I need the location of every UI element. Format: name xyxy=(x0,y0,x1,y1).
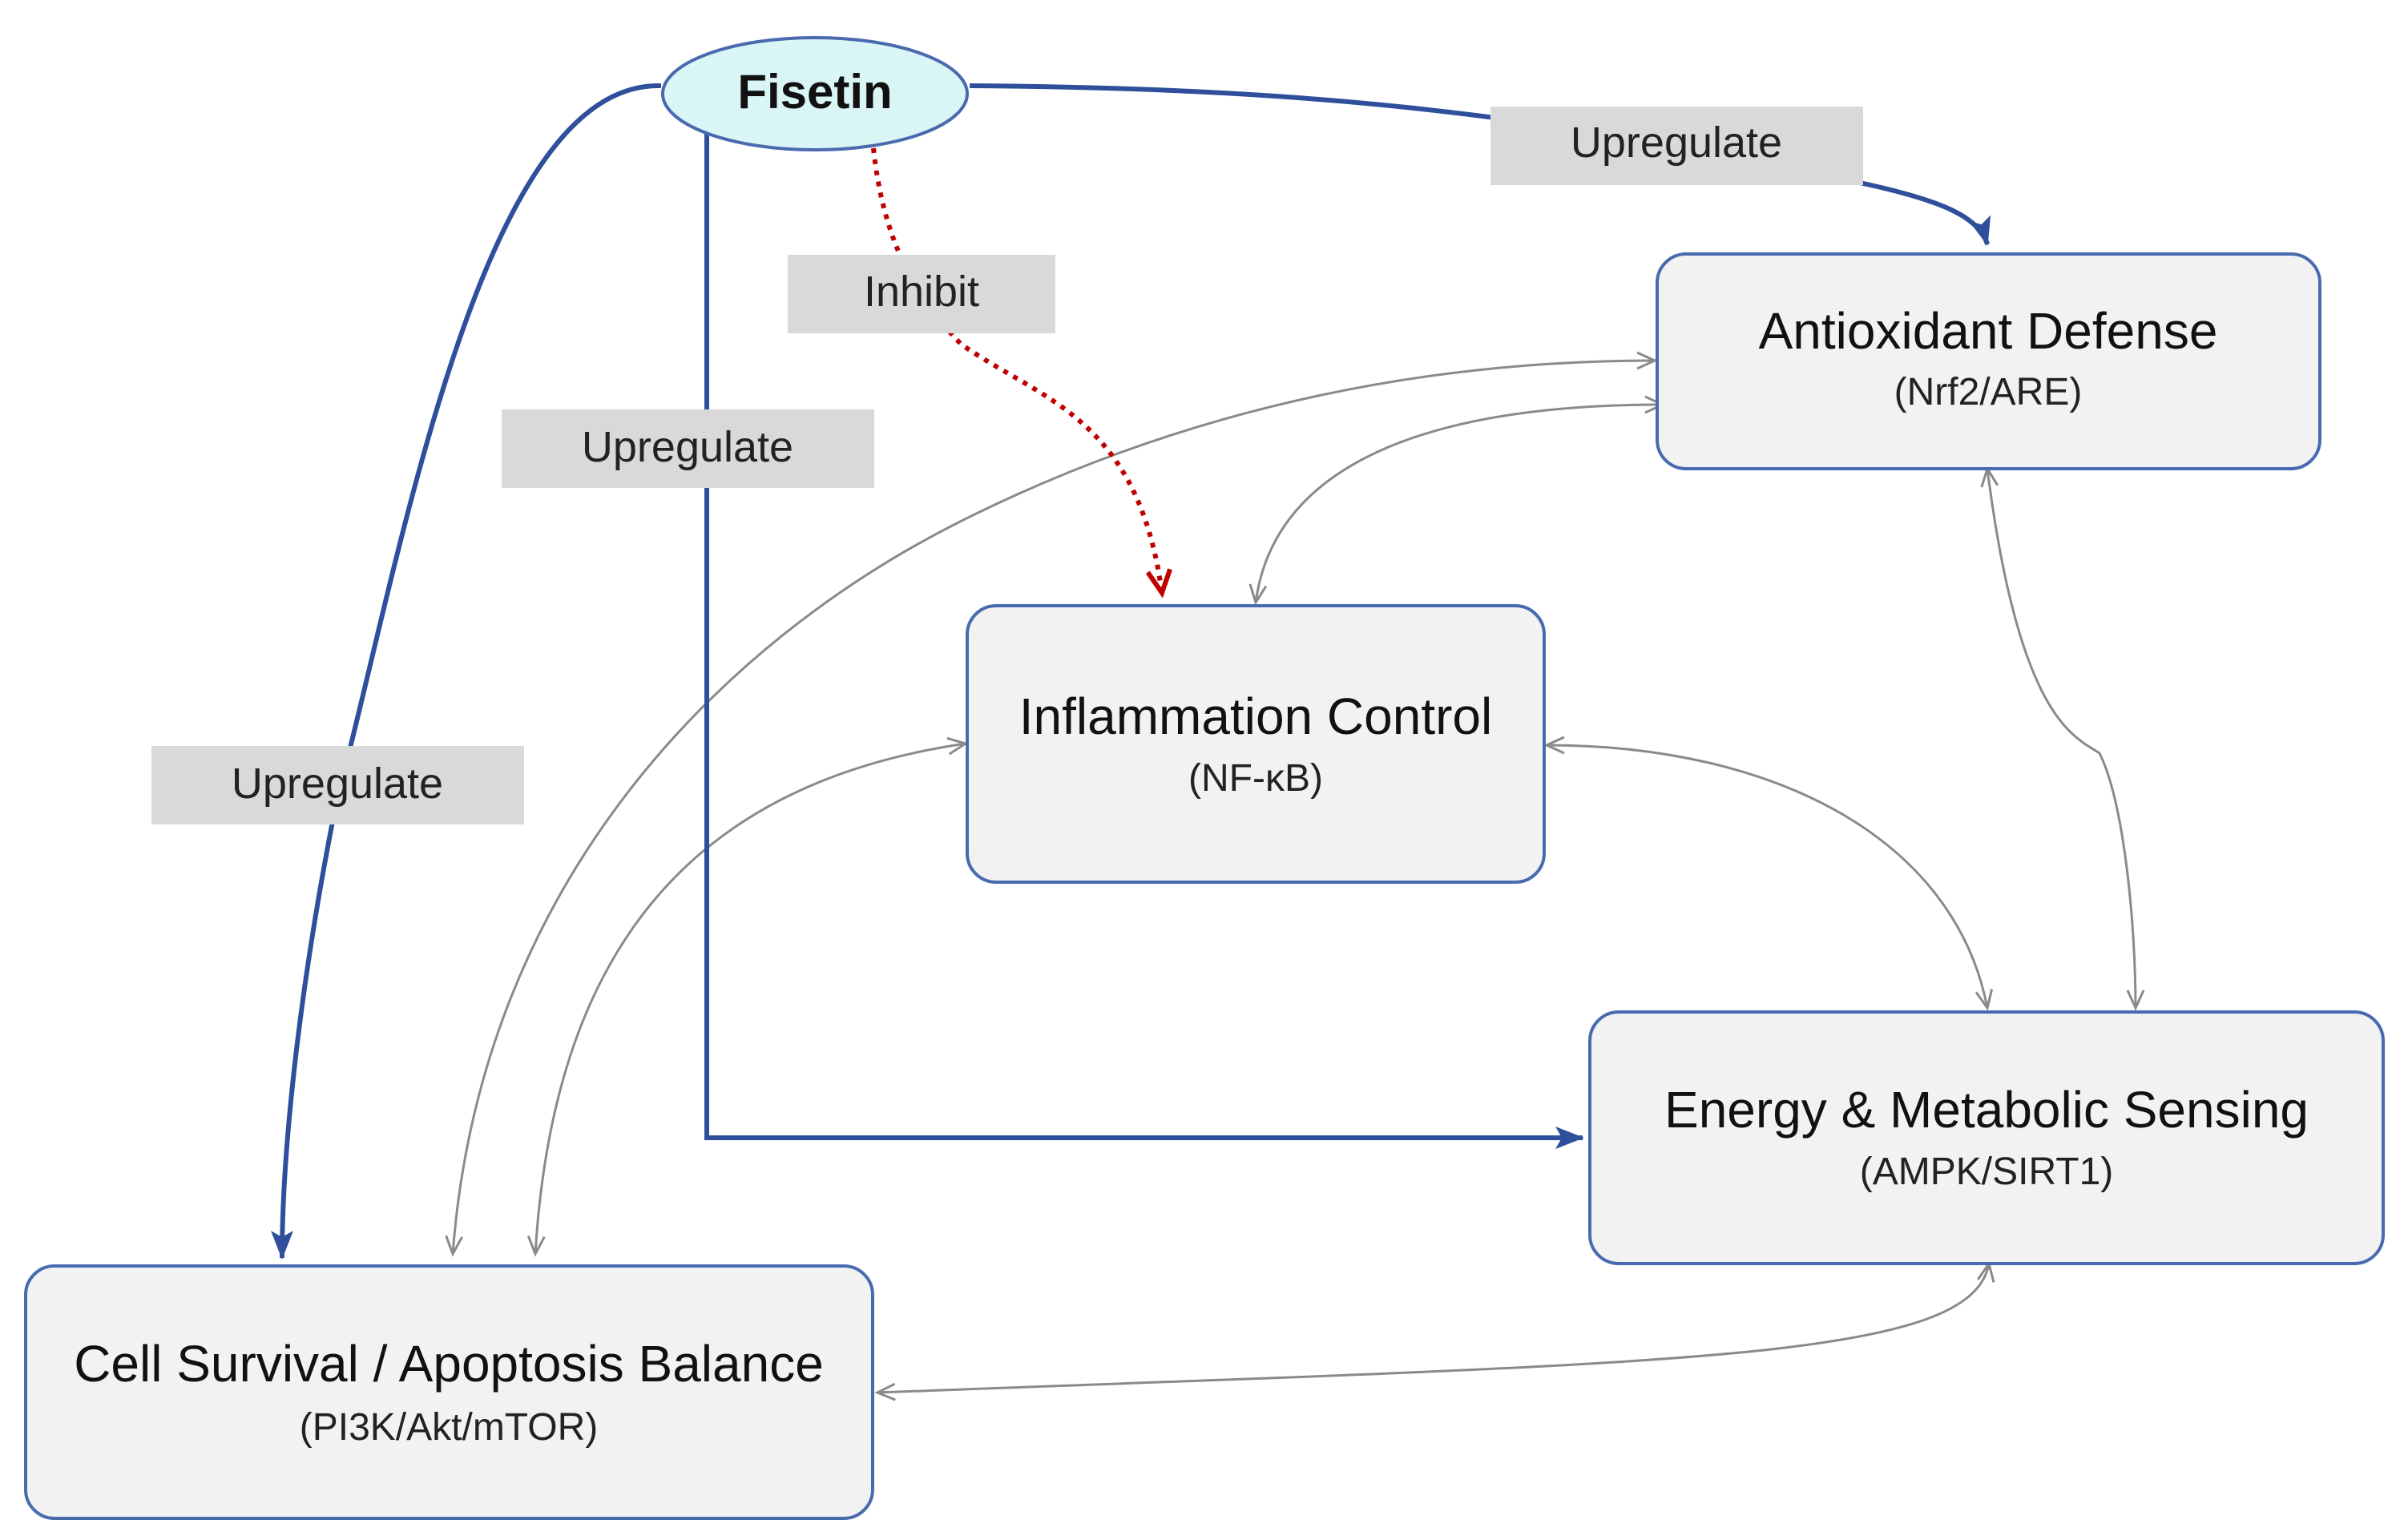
node-title: Cell Survival / Apoptosis Balance xyxy=(74,1335,824,1393)
edge-label-upregulate-survival: Upregulate xyxy=(151,746,524,824)
node-title: Inflammation Control xyxy=(1019,687,1492,745)
edge-fisetin-survival xyxy=(271,83,662,1260)
crosstalk-edges xyxy=(445,351,2145,1401)
edge-energy-survival xyxy=(874,1260,1995,1401)
edge-label-text: Upregulate xyxy=(232,760,443,808)
node-subtitle: (NF-κB) xyxy=(1188,757,1323,800)
edge-label-upregulate-energy: Upregulate xyxy=(502,409,874,488)
edge-survival-inflammation xyxy=(526,736,969,1257)
fisetin-label: Fisetin xyxy=(737,65,892,119)
fisetin-node: Fisetin xyxy=(661,36,969,151)
node-antioxidant-defense: Antioxidant Defense (Nrf2/ARE) xyxy=(1656,252,2321,470)
edge-label-upregulate-antioxidant: Upregulate xyxy=(1490,107,1863,185)
edge-antioxidant-energy xyxy=(1980,466,2145,1011)
node-cell-survival: Cell Survival / Apoptosis Balance (PI3K/… xyxy=(24,1264,874,1520)
node-subtitle: (Nrf2/ARE) xyxy=(1894,371,2083,413)
node-subtitle: (PI3K/Akt/mTOR) xyxy=(300,1406,599,1449)
edge-label-text: Upregulate xyxy=(1571,119,1782,167)
edge-inflammation-antioxidant xyxy=(1248,395,1666,606)
edge-label-text: Inhibit xyxy=(864,268,979,316)
node-title: Energy & Metabolic Sensing xyxy=(1664,1081,2309,1139)
edge-fisetin-inflammation xyxy=(871,147,1162,593)
edge-label-inhibit-inflammation: Inhibit xyxy=(788,255,1055,333)
edge-label-text: Upregulate xyxy=(582,423,793,471)
edge-inflammation-energy xyxy=(1543,736,1994,1011)
node-subtitle: (AMPK/SIRT1) xyxy=(1860,1151,2114,1193)
node-inflammation-control: Inflammation Control (NF-κB) xyxy=(966,604,1546,884)
node-title: Antioxidant Defense xyxy=(1759,302,2218,360)
node-energy-metabolic-sensing: Energy & Metabolic Sensing (AMPK/SIRT1) xyxy=(1588,1010,2385,1265)
